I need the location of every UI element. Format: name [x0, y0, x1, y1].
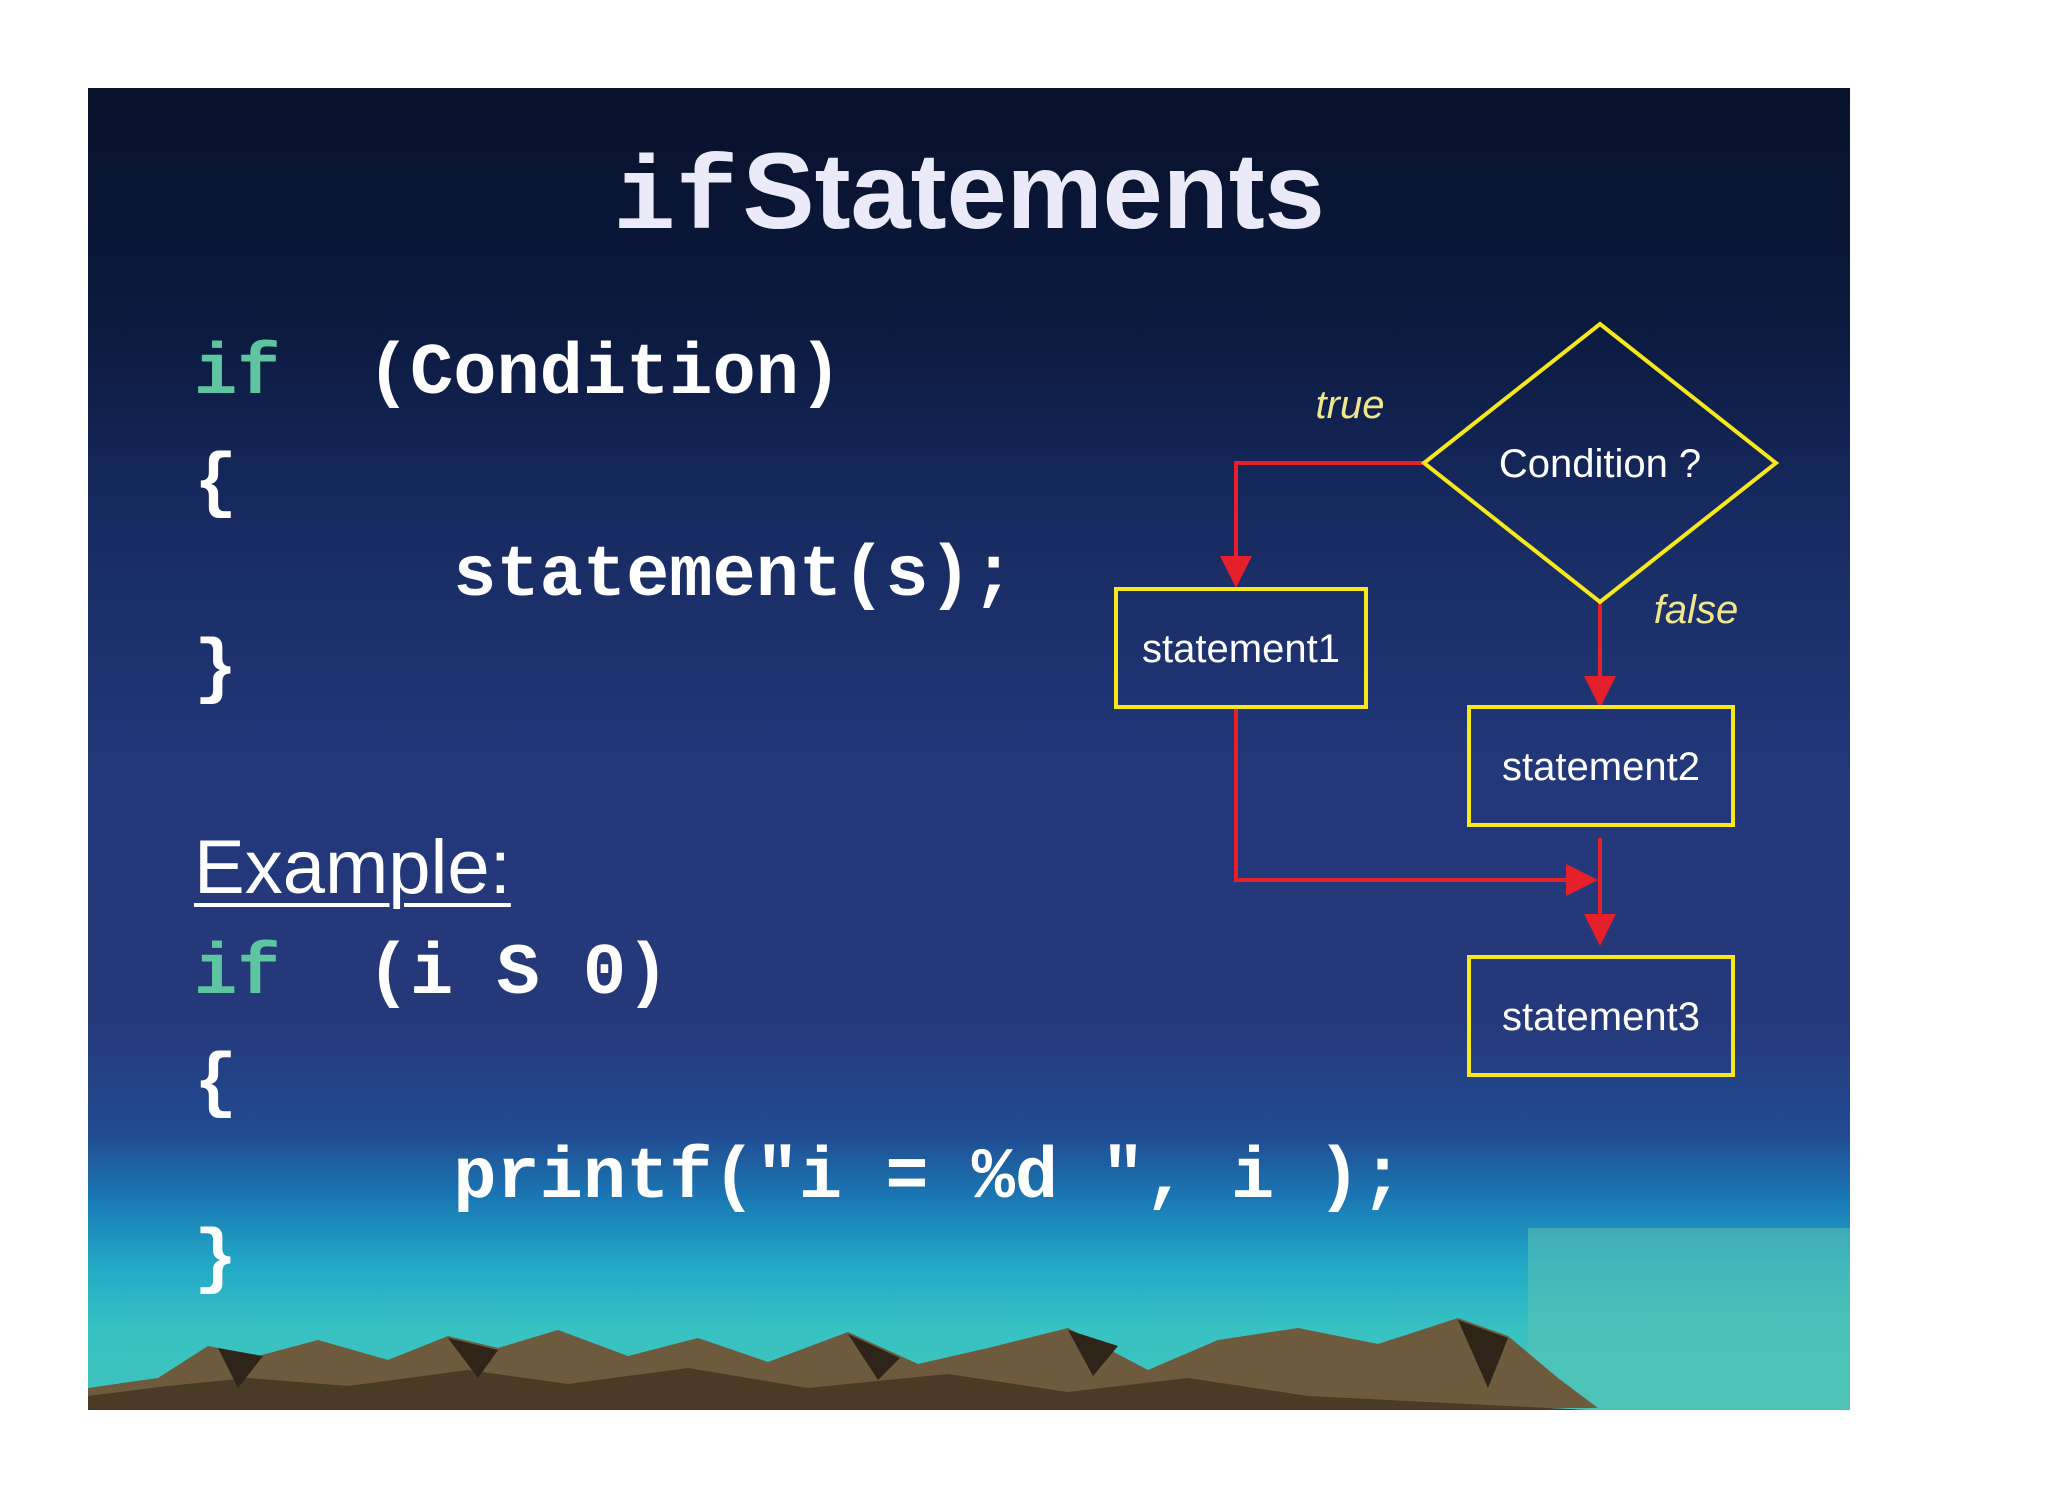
slide: if Statements if (Condition) { statement…: [88, 88, 1850, 1410]
example-line-2: {: [194, 1043, 238, 1125]
true-branch-arrow: [1220, 461, 1424, 588]
statement1-label: statement1: [1142, 627, 1340, 671]
syntax-line-3: statement(s);: [194, 535, 1015, 617]
condition-label: Condition ?: [1499, 442, 1701, 486]
statement3-label: statement3: [1502, 995, 1700, 1039]
example-line-3: printf("i = %d ", i );: [194, 1137, 1404, 1219]
syntax-keyword: if: [194, 333, 281, 415]
example-keyword: if: [194, 933, 281, 1015]
false-label: false: [1654, 588, 1739, 632]
statement1-box: [1114, 587, 1368, 709]
statement2-label: statement2: [1502, 745, 1700, 789]
syntax-line-1: if (Condition): [194, 338, 842, 410]
example-line-4: }: [194, 1219, 238, 1301]
true-label: true: [1316, 383, 1385, 427]
statement1-to-join-arrow: [1234, 708, 1598, 896]
condition-diamond: [1420, 321, 1780, 605]
title-text: Statements: [742, 130, 1325, 251]
statement3-box: [1467, 955, 1735, 1077]
title-keyword: if: [613, 142, 739, 260]
flow-arrows: [1220, 461, 1616, 946]
mountain-landscape: [88, 1228, 1850, 1410]
example-heading: Example:: [194, 825, 511, 910]
syntax-line-4: }: [194, 629, 238, 711]
example-condition: (i S 0): [280, 933, 670, 1015]
syntax-line-2: {: [194, 443, 238, 525]
example-line-1: if (i S 0): [194, 938, 669, 1010]
slide-title: if Statements: [88, 128, 1850, 260]
statement2-box: [1467, 705, 1735, 827]
syntax-condition: (Condition): [280, 333, 843, 415]
flowchart: Condition ? true false statement1 statem…: [1114, 321, 1780, 1077]
